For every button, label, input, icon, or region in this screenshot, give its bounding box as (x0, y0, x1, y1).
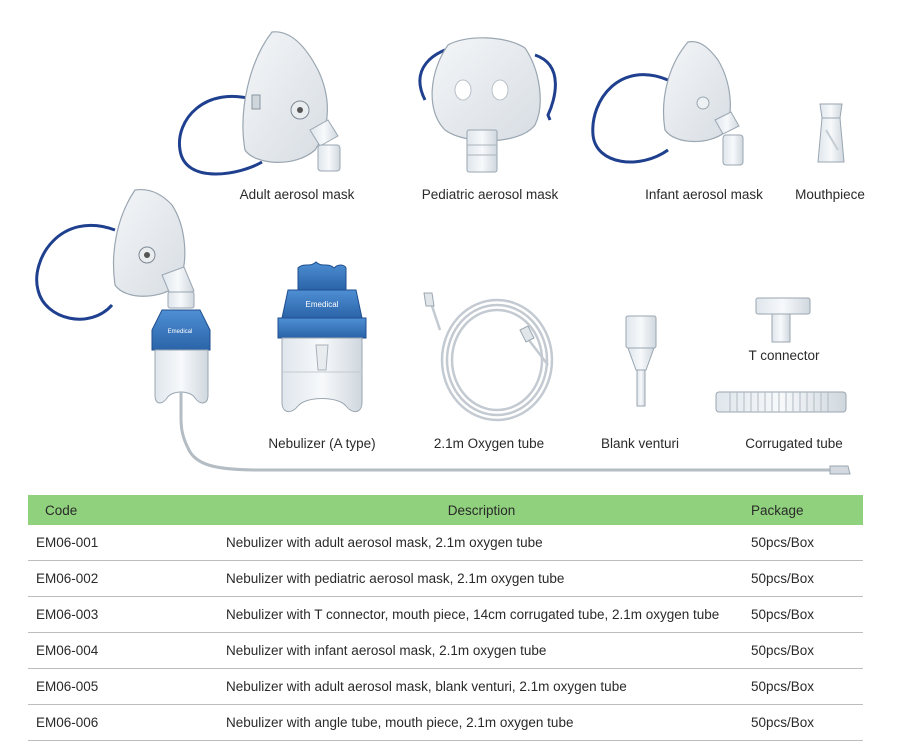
label-mouthpiece: Mouthpiece (795, 187, 865, 202)
label-t-connector: T connector (748, 348, 820, 363)
nebulizer-assembly-image: Emedical (35, 188, 851, 475)
cell-package: 50pcs/Box (751, 679, 815, 694)
cell-package: 50pcs/Box (751, 643, 815, 658)
cell-code: EM06-003 (36, 607, 99, 622)
table-row: EM06-004 Nebulizer with infant aerosol m… (28, 633, 863, 669)
svg-text:Emedical: Emedical (306, 300, 339, 309)
label-blank-venturi: Blank venturi (600, 436, 680, 451)
cell-package: 50pcs/Box (751, 607, 815, 622)
cell-description: Nebulizer with T connector, mouth piece,… (226, 607, 720, 622)
label-adult-aerosol-mask: Adult aerosol mask (239, 187, 355, 202)
header-code: Code (45, 502, 78, 518)
pediatric-aerosol-mask-image (418, 37, 557, 173)
table-row: EM06-005 Nebulizer with adult aerosol ma… (28, 669, 863, 705)
table-row: EM06-006 Nebulizer with angle tube, mout… (28, 705, 863, 741)
product-code-table: Code Description Package EM06-001 Nebuli… (28, 495, 863, 741)
product-illustrations: Emedical Emedical (35, 31, 851, 475)
mouthpiece-image (817, 103, 845, 163)
table-row: EM06-001 Nebulizer with adult aerosol ma… (28, 525, 863, 561)
cell-description: Nebulizer with adult aerosol mask, 2.1m … (226, 535, 543, 550)
svg-text:Emedical: Emedical (168, 329, 193, 335)
header-description: Description (447, 502, 516, 518)
adult-aerosol-mask-image (177, 31, 341, 176)
blank-venturi-image (625, 315, 657, 407)
table-header: Code Description Package (28, 495, 863, 525)
header-package: Package (751, 502, 804, 518)
cell-package: 50pcs/Box (751, 535, 815, 550)
label-corrugated-tube: Corrugated tube (745, 436, 843, 451)
label-infant-aerosol-mask: Infant aerosol mask (645, 187, 763, 202)
cell-code: EM06-006 (36, 715, 99, 730)
table-row: EM06-003 Nebulizer with T connector, mou… (28, 597, 863, 633)
cell-description: Nebulizer with infant aerosol mask, 2.1m… (226, 643, 547, 658)
table-row: EM06-002 Nebulizer with pediatric aeroso… (28, 561, 863, 597)
cell-package: 50pcs/Box (751, 715, 815, 730)
cell-code: EM06-004 (36, 643, 99, 658)
cell-description: Nebulizer with adult aerosol mask, blank… (226, 679, 627, 694)
t-connector-image (755, 297, 811, 343)
cell-code: EM06-002 (36, 571, 99, 586)
cell-description: Nebulizer with pediatric aerosol mask, 2… (226, 571, 565, 586)
label-nebulizer-a-type: Nebulizer (A type) (268, 436, 376, 451)
infant-aerosol-mask-image (591, 40, 744, 166)
corrugated-tube-image (715, 391, 847, 413)
cell-description: Nebulizer with angle tube, mouth piece, … (226, 715, 574, 730)
cell-code: EM06-005 (36, 679, 99, 694)
cell-code: EM06-001 (36, 535, 99, 550)
cell-package: 50pcs/Box (751, 571, 815, 586)
nebulizer-a-type-image: Emedical (277, 261, 367, 412)
label-oxygen-tube: 2.1m Oxygen tube (433, 436, 545, 451)
label-pediatric-aerosol-mask: Pediatric aerosol mask (421, 187, 559, 202)
oxygen-tube-image (423, 292, 554, 422)
